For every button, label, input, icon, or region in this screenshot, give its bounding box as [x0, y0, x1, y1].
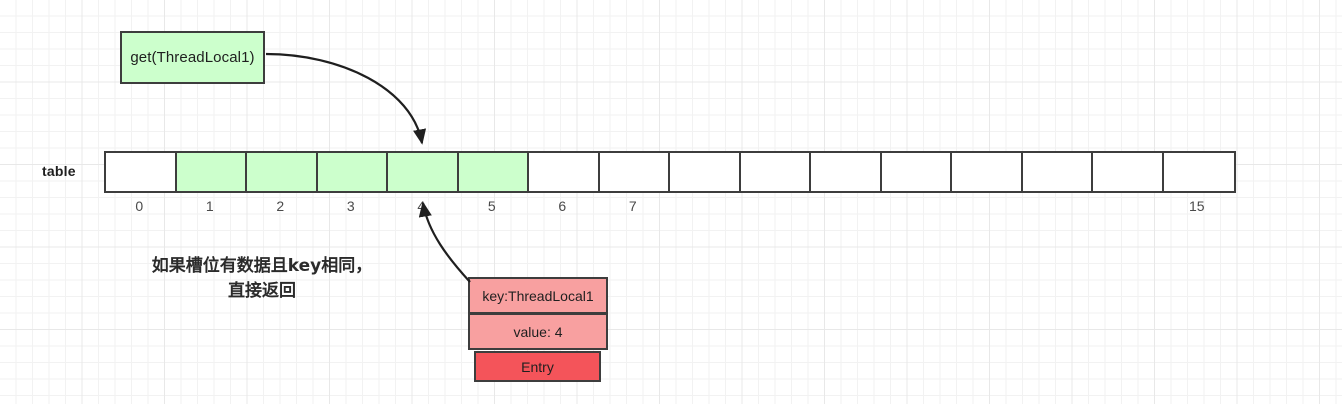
index-label-1: 1 — [205, 198, 214, 214]
get-call-box: get(ThreadLocal1) — [120, 31, 265, 84]
table-slot-13 — [1022, 153, 1093, 191]
table-slot-8 — [670, 153, 741, 191]
table-index-labels: 0 1 2 3 4 5 6 7 15 — [104, 198, 1232, 218]
index-label-4: 4 — [417, 198, 426, 214]
table-slot-2 — [247, 153, 318, 191]
entry-value-label: value: 4 — [513, 323, 563, 340]
index-label-7: 7 — [628, 198, 637, 214]
table-slot-0 — [106, 153, 177, 191]
call-to-slot-arrow — [265, 52, 427, 145]
entry-key-box: key:ThreadLocal1 — [468, 277, 608, 314]
index-label-6: 6 — [558, 198, 567, 214]
entry-value-box: value: 4 — [468, 313, 608, 350]
annotation-text: 如果槽位有数据且key相同， 直接返回 — [118, 254, 406, 303]
table-slot-10 — [811, 153, 882, 191]
table-slot-1 — [176, 153, 247, 191]
slot-table — [104, 151, 1236, 193]
entry-title-label: Entry — [521, 358, 554, 375]
table-slot-5 — [458, 153, 529, 191]
table-slot-15 — [1163, 153, 1234, 191]
table-slot-14 — [1093, 153, 1164, 191]
annotation-line-1: 如果槽位有数据且key相同， — [151, 256, 373, 276]
table-slot-3 — [317, 153, 388, 191]
index-label-3: 3 — [346, 198, 355, 214]
table-slot-7 — [599, 153, 670, 191]
index-label-5: 5 — [487, 198, 496, 214]
table-slot-6 — [529, 153, 600, 191]
entry-key-label: key:ThreadLocal1 — [482, 287, 594, 304]
get-call-label: get(ThreadLocal1) — [130, 49, 255, 66]
table-slot-9 — [740, 153, 811, 191]
annotation-line-2: 直接返回 — [228, 280, 296, 301]
table-slot-12 — [952, 153, 1023, 191]
entry-title-box: Entry — [474, 351, 601, 382]
index-label-15: 15 — [1188, 198, 1205, 214]
index-label-0: 0 — [135, 198, 144, 214]
table-label: table — [42, 163, 76, 179]
table-slot-11 — [881, 153, 952, 191]
index-label-2: 2 — [276, 198, 285, 214]
table-slot-4 — [388, 153, 459, 191]
